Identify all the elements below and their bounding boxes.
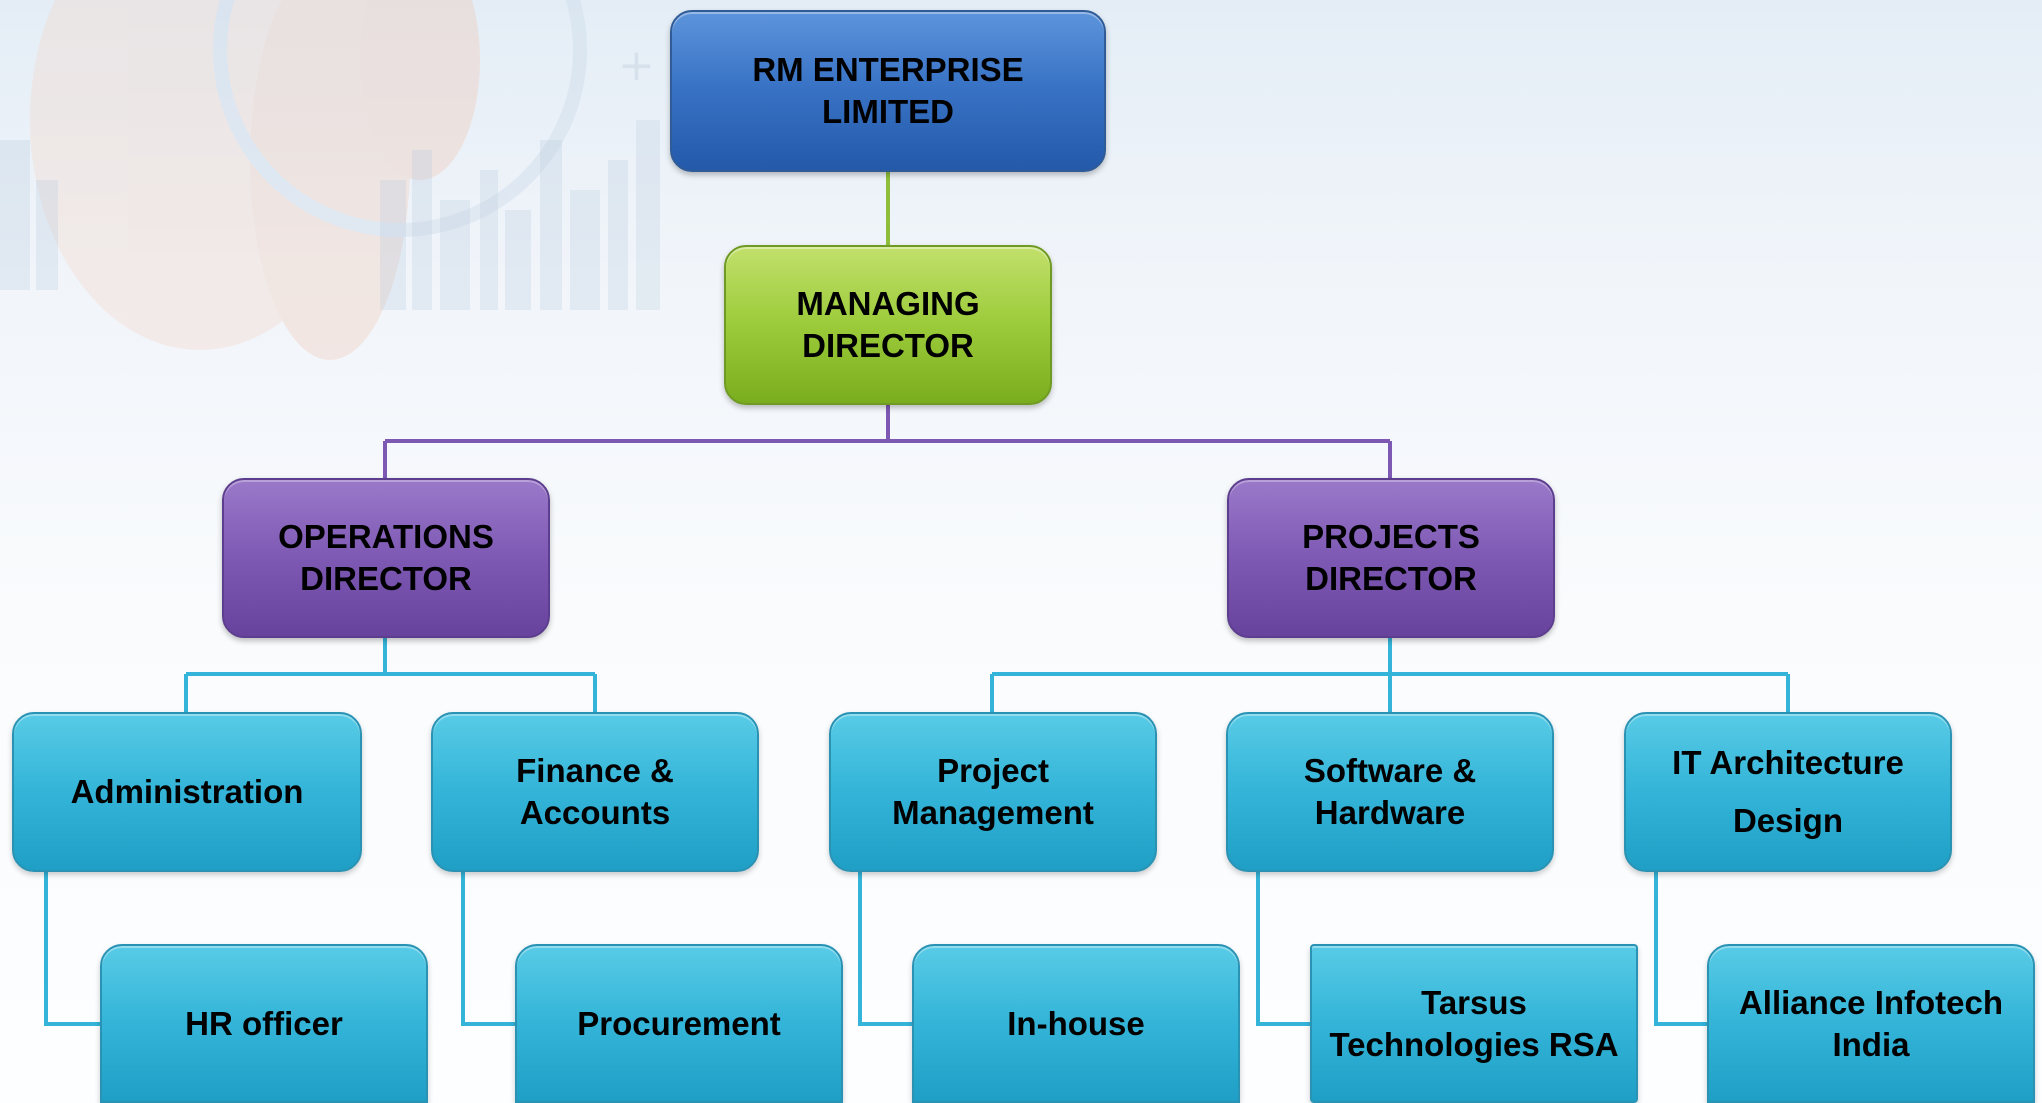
node-in-house: In-house [912, 944, 1240, 1103]
connector-sw-tarsus [1256, 872, 1310, 1026]
svg-text:+: + [618, 40, 655, 91]
connector-pm-inhouse [858, 872, 912, 1026]
node-rm-enterprise-limited: RM ENTERPRISE LIMITED [670, 10, 1106, 172]
node-it-architecture-design: IT Architecture Design [1624, 712, 1952, 872]
node-managing-director: MANAGING DIRECTOR [724, 245, 1052, 405]
connector-projects-departments [990, 638, 1790, 712]
node-tarsus-technologies-rsa: Tarsus Technologies RSA [1310, 944, 1638, 1103]
node-finance-accounts: Finance & Accounts [431, 712, 759, 872]
connector-it-alliance [1654, 872, 1707, 1026]
connector-md-directors [383, 405, 1392, 478]
node-projects-director: PROJECTS DIRECTOR [1227, 478, 1555, 638]
node-operations-director: OPERATIONS DIRECTOR [222, 478, 550, 638]
node-alliance-infotech-india: Alliance Infotech India [1707, 944, 2035, 1103]
connector-admin-hr [44, 872, 100, 1026]
node-administration: Administration [12, 712, 362, 872]
node-project-management: Project Management [829, 712, 1157, 872]
node-procurement: Procurement [515, 944, 843, 1103]
connector-operations-departments [184, 638, 597, 712]
node-software-hardware: Software & Hardware [1226, 712, 1554, 872]
connector-finance-procurement [461, 872, 515, 1026]
node-hr-officer: HR officer [100, 944, 428, 1103]
